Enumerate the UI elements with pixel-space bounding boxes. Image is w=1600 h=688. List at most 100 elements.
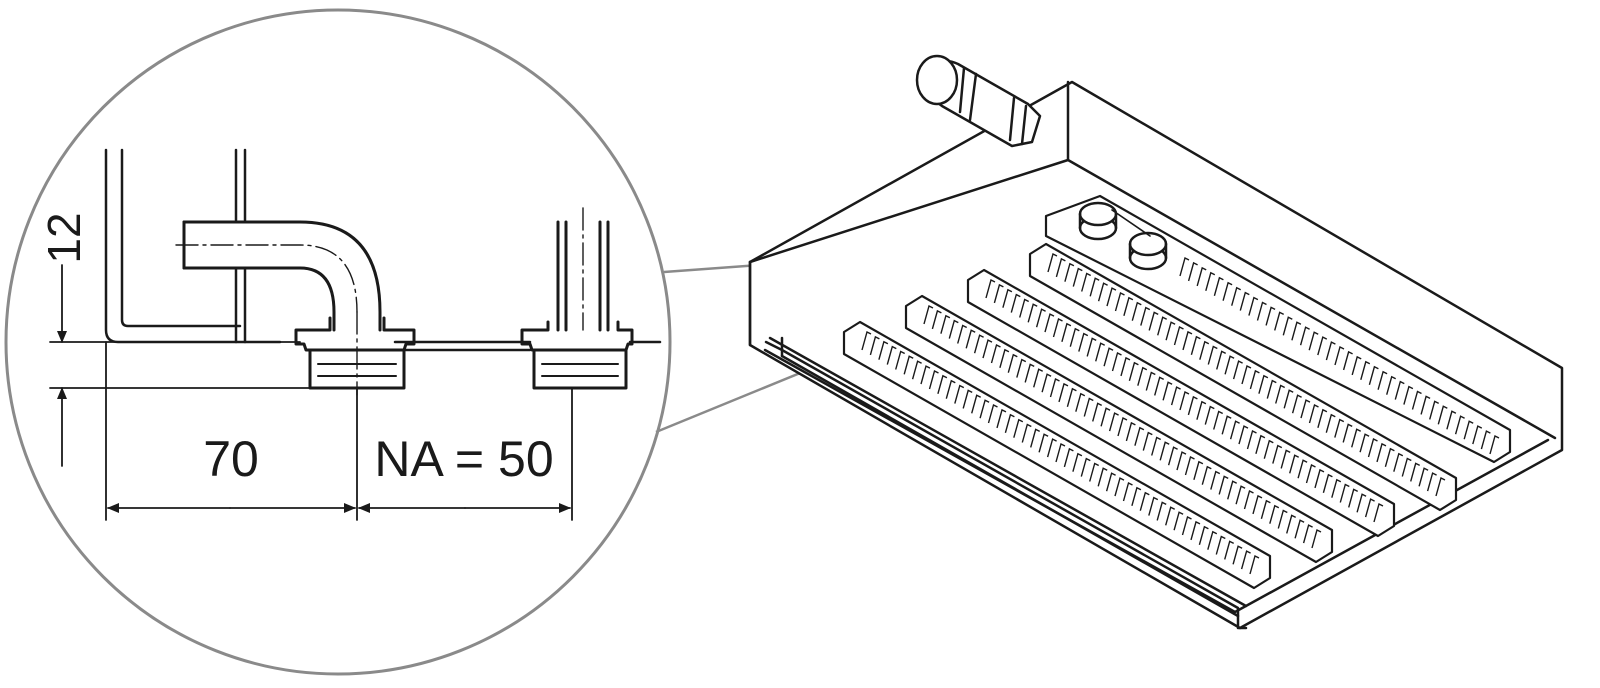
fin — [987, 403, 998, 424]
detail-magnifier: 12 70 NA = 50 — [4, 8, 672, 676]
fin — [928, 369, 939, 390]
fin — [878, 340, 889, 360]
fin — [1198, 525, 1209, 545]
fin — [1089, 462, 1100, 482]
fin — [940, 314, 951, 334]
trench-convector — [748, 54, 1564, 630]
fin — [1182, 330, 1193, 351]
fin — [1173, 511, 1184, 531]
fin — [1239, 291, 1250, 311]
fin — [1311, 528, 1322, 549]
fin — [1181, 515, 1192, 536]
fin — [1069, 327, 1080, 347]
fin — [1339, 483, 1350, 503]
fin — [1356, 493, 1367, 513]
fin — [1013, 418, 1024, 438]
fin — [1207, 530, 1218, 550]
fin — [1232, 360, 1243, 380]
fin — [1277, 509, 1288, 529]
fin — [1154, 376, 1165, 396]
fin — [1061, 322, 1072, 342]
heat-exchanger-rows — [842, 194, 1512, 590]
fin — [1317, 408, 1328, 428]
fin — [1055, 442, 1066, 463]
fin — [1426, 472, 1437, 492]
fin — [1302, 524, 1313, 544]
fin — [1167, 446, 1178, 466]
fin — [1472, 425, 1483, 445]
fin — [1120, 356, 1131, 377]
fin — [920, 365, 931, 385]
fin — [1256, 301, 1267, 321]
fin — [1394, 380, 1405, 400]
fin — [1286, 514, 1297, 534]
fin — [1159, 441, 1170, 461]
fin — [1291, 394, 1302, 414]
fin — [1196, 266, 1207, 287]
fin — [1145, 371, 1156, 391]
fin — [1418, 467, 1429, 487]
fin — [1052, 317, 1063, 338]
fin — [1123, 296, 1134, 316]
fin — [1221, 415, 1232, 435]
fin — [1489, 434, 1500, 455]
fin — [895, 350, 906, 370]
fin — [962, 389, 973, 409]
fin — [1176, 451, 1187, 471]
fin — [1213, 276, 1224, 296]
fin — [1205, 271, 1216, 291]
fin — [1199, 340, 1210, 360]
fin — [1252, 494, 1263, 515]
fin — [1117, 416, 1128, 437]
fin — [1364, 498, 1375, 518]
fin — [1140, 306, 1151, 326]
fin — [1097, 282, 1108, 302]
fin — [1092, 402, 1103, 422]
fin — [1100, 407, 1111, 427]
fin — [1243, 489, 1254, 510]
fin — [1041, 373, 1052, 393]
fin — [965, 329, 976, 349]
fin — [1142, 431, 1153, 451]
fin — [1078, 332, 1089, 352]
fin — [979, 399, 990, 419]
fin — [1269, 504, 1280, 524]
fin — [1187, 261, 1198, 282]
fin — [1114, 291, 1125, 312]
fin — [1210, 470, 1221, 490]
fin — [1106, 287, 1117, 307]
fin — [1207, 345, 1218, 365]
base-rail — [393, 340, 662, 352]
fin — [954, 384, 965, 404]
fin — [982, 339, 993, 359]
fin — [1063, 447, 1074, 468]
fin — [1047, 252, 1058, 273]
fin — [1299, 326, 1310, 346]
fin — [1137, 366, 1148, 386]
fin — [1463, 420, 1474, 440]
fin — [1204, 405, 1215, 425]
fin — [1386, 375, 1397, 395]
fin — [1075, 392, 1086, 412]
fin — [1377, 370, 1388, 390]
fin — [985, 278, 996, 299]
fin — [1027, 303, 1038, 323]
fin — [1266, 379, 1277, 399]
fin — [1044, 313, 1055, 333]
fin — [1157, 316, 1168, 336]
dimension-70-label: 70 — [203, 431, 259, 487]
fin — [1108, 412, 1119, 432]
fin — [1227, 480, 1238, 500]
fin — [1165, 506, 1176, 526]
fin — [1263, 439, 1274, 459]
heat-exchanger-fins — [861, 252, 1500, 575]
fin — [1446, 410, 1457, 430]
fin — [1480, 430, 1491, 450]
fin — [1411, 390, 1422, 410]
fin — [1314, 468, 1325, 489]
fin — [1156, 501, 1167, 521]
fin — [1351, 428, 1362, 448]
fin — [1331, 478, 1342, 498]
fin — [957, 324, 968, 344]
